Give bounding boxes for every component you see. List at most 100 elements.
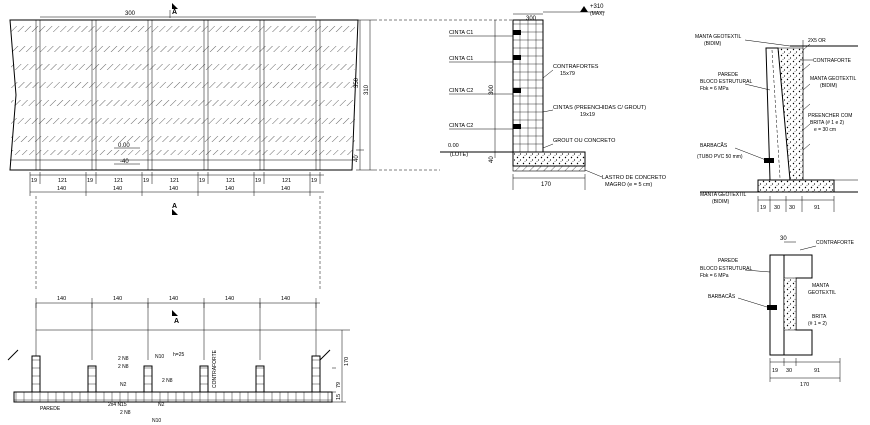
detail-c-gravel (783, 277, 797, 331)
plan-rebar-6: 2x4 N15 (108, 402, 127, 408)
label-cinta-c2: CINTA C2 (449, 123, 473, 129)
detail-c-total: 170 (800, 382, 809, 388)
plan-rebar-4: N2 (120, 382, 127, 388)
plan-rebar-5: 2 N8 (162, 378, 173, 384)
section-base-dim: 40 (489, 156, 495, 163)
detail-c-drain (767, 305, 777, 310)
cell-dim: 19 (143, 178, 149, 184)
band-8 (11, 150, 355, 155)
plan-contraforte: CONTRAFORTE (212, 349, 218, 388)
band-6 (11, 118, 355, 124)
detail-c-manta: MANTA (812, 283, 830, 289)
level-minus: -40 (120, 159, 129, 165)
detail-b-dim: 19 (760, 205, 766, 211)
cell-dim: 121 (170, 178, 179, 184)
detail-c: 30 CONTRAFORTE PAREDE BLOCO ESTRUTURAL F… (700, 236, 855, 388)
elevation-outline (9, 19, 359, 171)
plan-rebar-3: N10 (155, 354, 164, 360)
detail-b-barbaca: BARBACÃS (700, 142, 728, 149)
detail-c-contrafort: CONTRAFORTE (816, 240, 855, 246)
wall-plan: 140 140 140 140 140 A PAREDE (7, 296, 350, 424)
detail-b-bloco: BLOCO ESTRUTURAL (700, 79, 752, 85)
plan-rebar-7: N2 (158, 402, 165, 408)
detail-c-dim: 30 (786, 368, 792, 374)
label-level: 0.00 (448, 143, 459, 149)
bay-dim: 140 (169, 186, 178, 192)
bay-dims: 140 140 140 140 140 (57, 186, 290, 192)
detail-b-manta-side-note: (BIDIM) (820, 83, 838, 89)
cell-dim: 19 (87, 178, 93, 184)
buttress-lines (35, 20, 321, 170)
label-cinta-c2-mid: CINTA C2 (449, 88, 473, 94)
cell-dim: 19 (199, 178, 205, 184)
detail-c-brita: BRITA (812, 314, 827, 320)
detail-b-manta-top-note: (BIDIM) (704, 41, 722, 47)
detail-c-fbk: Fbk = 6 MPa (700, 273, 729, 279)
plan-wall-strip (13, 391, 333, 403)
detail-c-top-dim: 30 (780, 236, 787, 242)
band-4 (11, 82, 355, 88)
cell-dim: 121 (58, 178, 67, 184)
label-grout: GROUT OU CONCRETO (553, 138, 616, 144)
plan-rebar-2: 2 N8 (118, 364, 129, 370)
cell-dim: 121 (282, 178, 291, 184)
plan-parede: PAREDE (40, 406, 61, 412)
bay-dim: 140 (113, 186, 122, 192)
plan-bay-dim: 140 (113, 296, 122, 302)
band-3 (11, 64, 355, 70)
detail-c-dim: 19 (772, 368, 778, 374)
plan-bay-dim: 140 (281, 296, 290, 302)
label-lote: (LOTE) (450, 152, 468, 158)
cell-dim: 121 (114, 178, 123, 184)
label-lastro-note: MAGRO (e = 5 cm) (605, 182, 652, 188)
drain-pipe (764, 158, 774, 163)
detail-b-top-note: 2X5 OR (808, 38, 826, 44)
plan-bay-dim: 140 (225, 296, 234, 302)
band-1 (11, 26, 355, 32)
detail-b-manta-bottom-note: (BIDIM) (712, 199, 730, 205)
detail-b-parede: PAREDE (718, 72, 739, 78)
plan-bay-dim: 140 (169, 296, 178, 302)
elevation-top-dim: 300 (125, 11, 136, 17)
cell-dim: 19 (311, 178, 317, 184)
section-mark-top: A (172, 9, 177, 16)
wall-height-dim: 350 (354, 77, 360, 88)
plan-rebar-h: h=25 (173, 352, 184, 358)
label-cintas-size: 19x19 (580, 112, 595, 118)
plan-rebar-1: 2 N8 (118, 356, 129, 362)
band-2 (11, 46, 355, 52)
section-top-level-note: (MAX) (590, 11, 605, 17)
bay-dim: 140 (281, 186, 290, 192)
detail-b-espessura: e = 30 cm (814, 127, 836, 133)
band-5 (11, 100, 355, 106)
detail-footing (757, 179, 835, 193)
detail-b-fbk: Fbk = 6 MPa (700, 86, 729, 92)
base-height-dim: 40 (354, 155, 360, 162)
label-cinta-c1: CINTA C1 (449, 56, 473, 62)
detail-b-contrafort: CONTRAFORTE (813, 58, 852, 64)
lean-concrete (512, 165, 586, 172)
detail-c-parede: PAREDE (718, 258, 739, 264)
cell-dims: 19 121 19 121 19 121 19 121 19 121 19 (31, 178, 317, 184)
band-7 (11, 136, 355, 142)
section-base-width: 170 (541, 182, 552, 188)
plan-height-dim-3: 15 (336, 394, 342, 400)
bay-dim: 140 (225, 186, 234, 192)
detail-b-dim: 30 (774, 205, 780, 211)
section-top-level: +310 (590, 4, 604, 10)
label-contrafortes-size: 15x79 (560, 71, 575, 77)
plan-section-mark: A (174, 318, 179, 325)
level-zero: 0.00 (118, 143, 130, 149)
plan-rebar-9: N10 (152, 418, 161, 424)
section-height-dim: 300 (489, 84, 495, 95)
footing (512, 151, 586, 167)
cell-dim: 121 (226, 178, 235, 184)
detail-b-dim: 30 (789, 205, 795, 211)
detail-c-dim: 91 (814, 368, 820, 374)
section-a: 300 +310 (MAX) 300 40 CINTA C1 CINTA C1 … (440, 4, 667, 190)
section-top-dim: 300 (526, 16, 537, 22)
detail-c-geotextil: GEOTEXTIL (808, 290, 836, 296)
plan-rebar-8: 2 N8 (120, 410, 131, 416)
plan-buttresses (31, 355, 321, 393)
